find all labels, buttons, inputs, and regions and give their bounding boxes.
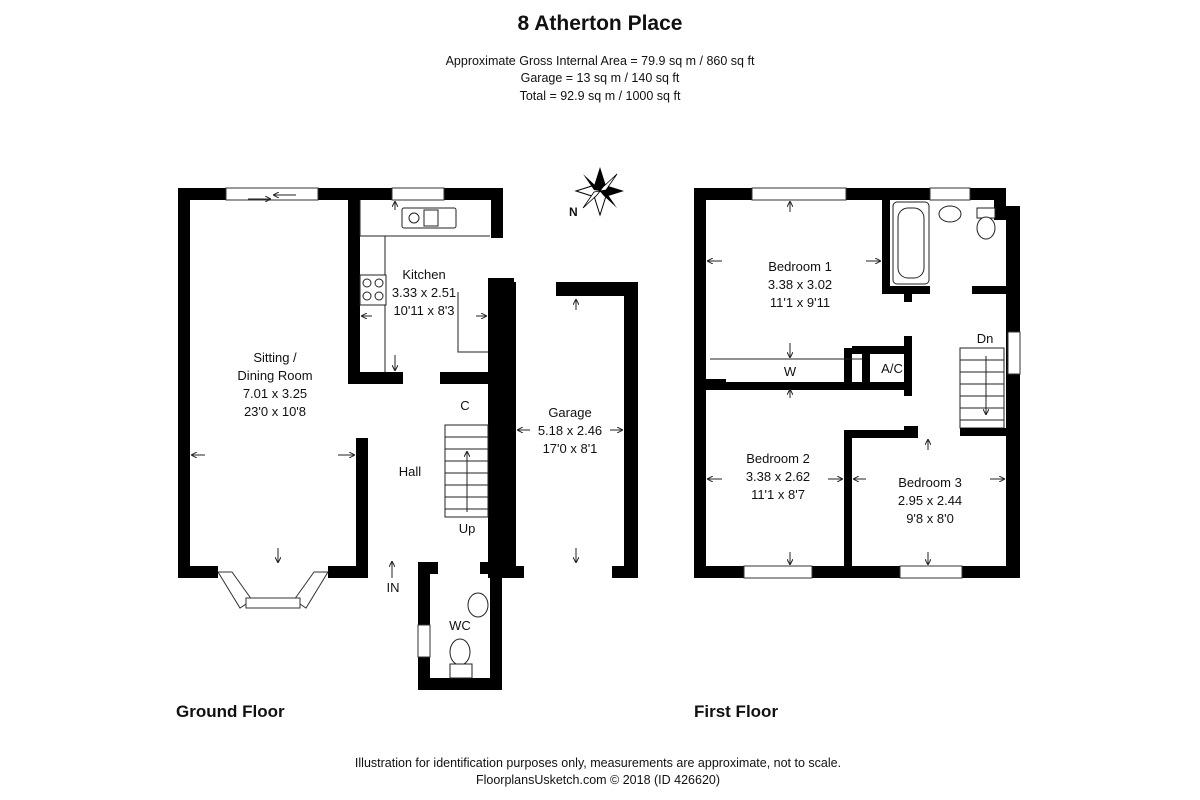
total-area: Total = 92.9 sq m / 1000 sq ft [520, 89, 681, 103]
ground-floor-label: Ground Floor [176, 702, 285, 721]
wardrobe-label: W [784, 364, 797, 379]
kitchen-imperial: 10'11 x 8'3 [393, 303, 454, 318]
bedroom2-metric: 3.38 x 2.62 [746, 469, 810, 484]
sitting-room-imperial: 23'0 x 10'8 [244, 404, 306, 419]
bedroom2-imperial: 11'1 x 8'7 [751, 487, 805, 502]
bedroom1-metric: 3.38 x 3.02 [768, 277, 832, 292]
disclaimer-text: Illustration for identification purposes… [355, 756, 841, 770]
ground-floor-plan [178, 187, 638, 690]
copyright-text: FloorplansUsketch.com © 2018 (ID 426620) [476, 773, 720, 787]
first-floor-label: First Floor [694, 702, 778, 721]
stairs-up-label: Up [459, 521, 476, 536]
sitting-room-metric: 7.01 x 3.25 [243, 386, 307, 401]
bedroom3-name: Bedroom 3 [898, 475, 962, 490]
garage-imperial: 17'0 x 8'1 [543, 441, 598, 456]
gross-area: Approximate Gross Internal Area = 79.9 s… [446, 54, 755, 68]
bedroom3-imperial: 9'8 x 8'0 [906, 511, 954, 526]
garage-metric: 5.18 x 2.46 [538, 423, 602, 438]
hall-label: Hall [399, 464, 422, 479]
bedroom1-name: Bedroom 1 [768, 259, 832, 274]
compass-north-label: N [569, 205, 578, 219]
first-floor-plan [694, 187, 1021, 579]
sitting-room-name-1: Sitting / [253, 350, 297, 365]
bedroom2-name: Bedroom 2 [746, 451, 810, 466]
bedroom1-imperial: 11'1 x 9'11 [770, 295, 830, 310]
kitchen-name: Kitchen [402, 267, 445, 282]
first-floor-stairs [959, 347, 1005, 429]
garage-name: Garage [548, 405, 591, 420]
sitting-room-name-2: Dining Room [237, 368, 312, 383]
compass-icon [574, 167, 624, 217]
cupboard-label: C [460, 398, 469, 413]
stairs-down-label: Dn [977, 331, 994, 346]
wc-label: WC [449, 618, 471, 633]
airing-cupboard-label: A/C [881, 361, 903, 376]
page-title: 8 Atherton Place [518, 12, 683, 35]
kitchen-metric: 3.33 x 2.51 [392, 285, 456, 300]
ground-stairs [444, 424, 489, 518]
bedroom3-metric: 2.95 x 2.44 [898, 493, 962, 508]
entrance-label: IN [387, 580, 400, 595]
garage-area: Garage = 13 sq m / 140 sq ft [521, 71, 680, 85]
